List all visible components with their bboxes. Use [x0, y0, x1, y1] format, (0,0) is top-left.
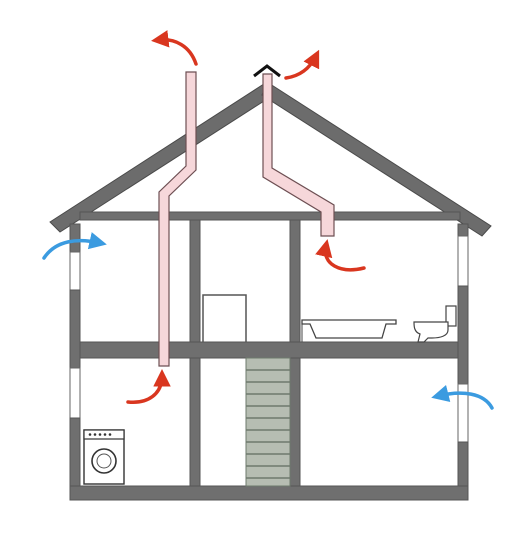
attic-floor-beam	[79, 211, 461, 221]
washing-machine-icon	[83, 429, 125, 485]
middle-floor-slab	[79, 341, 459, 359]
left-window-upper	[69, 251, 81, 291]
left-window-lower	[69, 367, 81, 419]
interior-wall-lower-right	[289, 357, 301, 487]
duct-left	[158, 71, 197, 367]
exhaust-arrow-right-roof-icon	[284, 49, 320, 80]
toilet-icon	[413, 305, 457, 343]
intake-arrow-left-upper-icon	[42, 232, 107, 260]
interior-wall-lower-left	[189, 357, 201, 487]
left-wall-upper	[69, 223, 81, 253]
duct-right	[262, 73, 335, 237]
bathtub-icon	[301, 319, 397, 342]
upstairs-door-frame	[202, 294, 247, 342]
interior-wall-upper-right	[289, 219, 301, 343]
outer-walls	[69, 223, 469, 501]
exhaust-arrow-ground-floor-icon	[126, 369, 171, 404]
right-wall-upper	[457, 223, 469, 237]
intake-arrows	[42, 232, 494, 410]
exhaust-arrow-left-roof-icon	[151, 30, 198, 66]
exhaust-arrow-bathroom-icon	[315, 239, 366, 272]
staircase	[245, 357, 291, 487]
right-window-upper	[457, 235, 469, 287]
right-wall-mid	[457, 285, 469, 385]
chimney-cap-icon	[253, 64, 281, 78]
left-wall-mid	[69, 289, 81, 369]
ground-floor-slab	[69, 485, 469, 501]
exhaust-arrows	[126, 30, 366, 404]
intake-arrow-right-lower-icon	[431, 384, 494, 410]
interior-wall-upper-left	[189, 219, 201, 343]
